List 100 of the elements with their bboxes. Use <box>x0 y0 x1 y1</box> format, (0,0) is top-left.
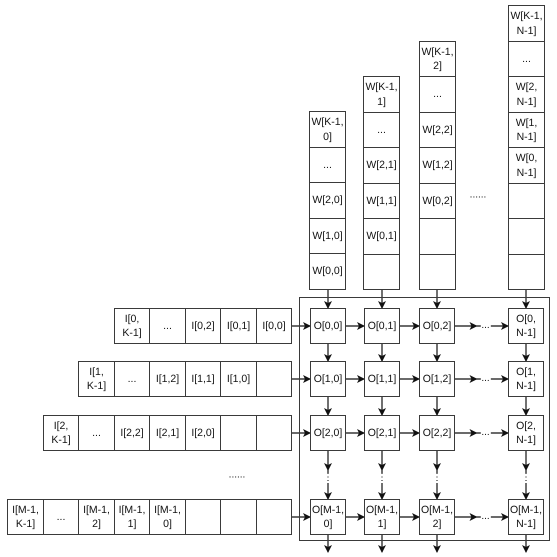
arrow <box>455 429 508 437</box>
output-cell: O[2,2] <box>419 415 455 451</box>
input-cell: I[1,1] <box>185 361 221 397</box>
empty-cell <box>419 218 456 255</box>
output-cell: O[1,2] <box>419 361 455 397</box>
array-frame <box>299 297 550 541</box>
input-cell: I[2, K-1] <box>43 415 79 451</box>
arrow <box>400 375 420 383</box>
weight-cell: W[1,2] <box>419 147 456 184</box>
input-cell: ... <box>149 308 186 344</box>
input-cell: I[2,0] <box>185 415 221 451</box>
arrow <box>433 397 441 416</box>
input-cell: I[1,2] <box>149 361 186 397</box>
arrow <box>346 513 365 521</box>
output-cell: O[0,2] <box>419 308 455 344</box>
weight-cell: W[2,2] <box>419 112 456 148</box>
arrow <box>522 397 530 416</box>
arrow <box>378 397 386 416</box>
input-cell: I[0,2] <box>185 308 221 344</box>
weight-cell: W[0, N-1] <box>508 147 545 184</box>
arrow <box>433 535 441 553</box>
arrow <box>433 451 441 499</box>
arrow <box>292 322 311 330</box>
arrow <box>400 429 420 437</box>
output-cell: O[1, N-1] <box>508 361 544 397</box>
arrow <box>378 290 386 309</box>
arrow <box>433 290 441 309</box>
weight-cell: W[0,1] <box>363 218 400 255</box>
output-cell: O[0,0] <box>310 308 346 344</box>
weight-cell: W[K-1, 0] <box>309 111 346 148</box>
weight-cell: W[2,1] <box>363 147 400 184</box>
output-cell: O[M-1, 2] <box>419 499 455 535</box>
input-cell: I[2,2] <box>114 415 150 451</box>
weight-cell: ... <box>363 112 400 148</box>
arrow <box>378 344 386 362</box>
arrow <box>324 451 332 499</box>
arrow <box>324 535 332 553</box>
empty-cell <box>508 218 545 255</box>
arrow <box>292 429 311 437</box>
weight-cell: W[0,2] <box>419 183 456 219</box>
empty-cell <box>508 254 545 290</box>
weight-cell: W[1,1] <box>363 183 400 219</box>
input-cell: I[1, K-1] <box>78 361 115 397</box>
output-cell: O[2,0] <box>310 415 346 451</box>
arrow <box>522 290 530 309</box>
arrow <box>292 375 311 383</box>
empty-cell <box>363 254 400 290</box>
weight-cell: W[1,0] <box>309 218 346 254</box>
arrow <box>346 429 365 437</box>
input-cell: I[2,1] <box>149 415 186 451</box>
output-cell: O[0,1] <box>364 308 400 344</box>
arrow <box>522 535 530 553</box>
weight-cell: W[2,0] <box>309 182 346 219</box>
weight-cell: W[0,0] <box>309 253 346 290</box>
input-cell: I[M-1, 0] <box>149 499 186 535</box>
arrow <box>324 397 332 416</box>
arrow <box>292 513 311 521</box>
arrow <box>433 344 441 362</box>
output-cell: O[1,1] <box>364 361 400 397</box>
arrow <box>346 375 365 383</box>
input-cell: I[0,0] <box>256 308 292 344</box>
input-cell: ... <box>114 361 150 397</box>
arrow <box>324 290 332 309</box>
weight-cell: W[2, N-1] <box>508 76 545 113</box>
output-cell: O[2, N-1] <box>508 415 544 451</box>
arrow <box>400 322 420 330</box>
output-cell: O[1,0] <box>310 361 346 397</box>
arrow <box>522 344 530 362</box>
input-cell: I[0, K-1] <box>114 308 150 344</box>
input-cell: I[M-1, K-1] <box>7 499 44 535</box>
ellipsis-note: ...... <box>470 190 486 200</box>
arrow <box>378 451 386 499</box>
output-cell: O[M-1, N-1] <box>508 499 544 535</box>
arrow <box>400 513 420 521</box>
arrow <box>378 535 386 553</box>
output-cell: O[2,1] <box>364 415 400 451</box>
arrow <box>455 375 508 383</box>
input-cell: I[M-1, 1] <box>114 499 150 535</box>
weight-cell: ... <box>508 41 545 77</box>
weight-cell: W[1, N-1] <box>508 112 545 148</box>
arrow <box>455 322 508 330</box>
weight-cell: W[K-1, N-1] <box>508 5 545 42</box>
output-cell: O[0, N-1] <box>508 308 544 344</box>
output-cell: O[M-1, 1] <box>364 499 400 535</box>
weight-cell: ... <box>419 76 456 113</box>
arrow <box>455 513 508 521</box>
arrow <box>346 322 365 330</box>
input-cell: I[0,1] <box>220 308 257 344</box>
input-cell: I[1,0] <box>220 361 257 397</box>
empty-cell <box>419 254 456 290</box>
weight-cell: ... <box>309 147 346 183</box>
weight-cell: W[K-1, 1] <box>363 76 400 113</box>
input-cell: ... <box>78 415 115 451</box>
input-cell: ... <box>43 499 79 535</box>
empty-cell <box>508 183 545 219</box>
ellipsis-note: ...... <box>228 470 246 480</box>
input-cell: I[M-1, 2] <box>78 499 115 535</box>
arrow <box>522 451 530 499</box>
output-cell: O[M-1, 0] <box>310 499 346 535</box>
arrow <box>324 344 332 362</box>
